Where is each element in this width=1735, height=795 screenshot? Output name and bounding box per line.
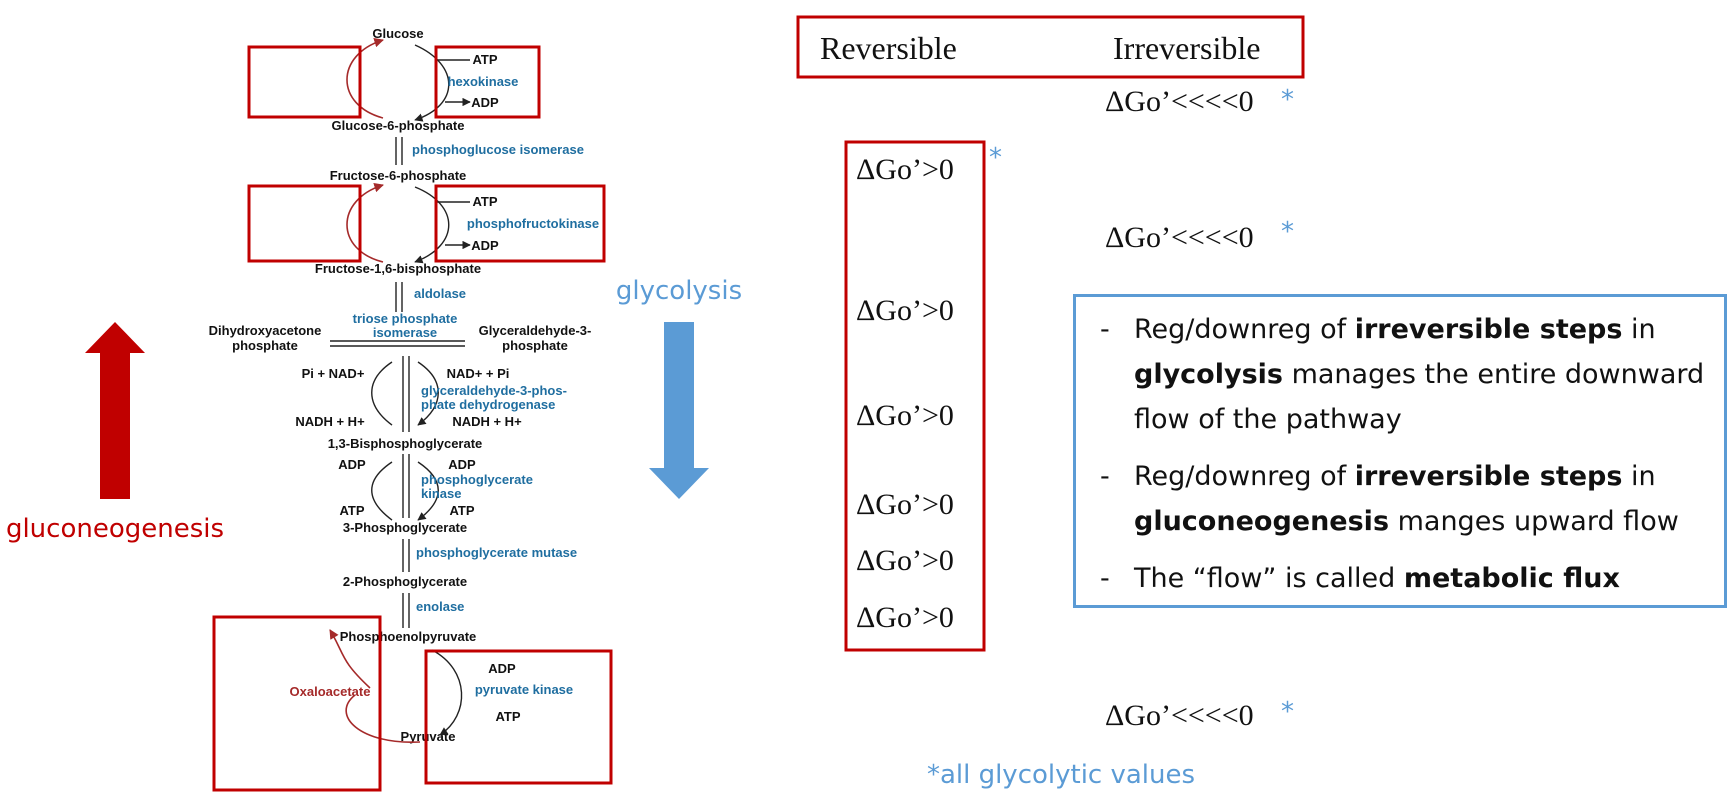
bullet-dash: - (1100, 563, 1110, 594)
metabolite-fructose-6-phosphate: Fructose-6-phosphate (330, 168, 467, 183)
bullet-emphasis: irreversible steps (1354, 314, 1623, 345)
cofactor-adp: ADP (448, 457, 476, 472)
metabolite-glucose: Glucose (372, 26, 423, 41)
enzyme-triose-phosphate-isomerase: triose phosphate (353, 311, 458, 326)
cofactor-atp: ATP (339, 503, 364, 518)
bullet-dash: - (1100, 461, 1110, 492)
bullet-text: in (1622, 461, 1656, 492)
cofactor-adp: ADP (338, 457, 366, 472)
cofactor-adp: ADP (471, 238, 499, 253)
irreversible-dg-value: ΔGo’<<<<0 (1105, 699, 1254, 732)
asterisk: * (989, 143, 1002, 173)
box-pfk (434, 184, 606, 263)
metabolite-dhap: Dihydroxyacetone (209, 323, 322, 338)
enzyme-hexokinase: hexokinase (448, 74, 519, 89)
metabolite-fructose-1-6-bisphosphate: Fructose-1,6-bisphosphate (315, 261, 481, 276)
explanation-box: -Reg/downreg of irreversible steps in gl… (1073, 294, 1727, 608)
bullet-dash: - (1100, 314, 1110, 345)
explanation-list: -Reg/downreg of irreversible steps in gl… (1076, 297, 1724, 601)
enzyme-phosphoglycerate-kinase: kinase (421, 486, 461, 501)
reversible-dg-value: ΔGo’>0 (856, 294, 954, 327)
enzyme-phosphoglucose-isomerase: phosphoglucose isomerase (412, 142, 584, 157)
table-header-box (796, 15, 1305, 79)
box-pyruvate-kinase (424, 649, 613, 785)
box-fbpase (247, 184, 362, 263)
metabolite-1-3-bisphosphoglycerate: 1,3-Bisphosphoglycerate (328, 436, 483, 451)
bullet-text: Reg/downreg of (1134, 461, 1355, 492)
enzyme-gapdh: glyceraldehyde-3-phos- (421, 383, 567, 398)
cofactor-adp: ADP (488, 661, 516, 676)
bullet-emphasis: metabolic flux (1403, 563, 1620, 594)
cofactor-atp: ATP (495, 709, 520, 724)
bullet-text: in (1622, 314, 1656, 345)
glycolysis-down-arrow (649, 322, 709, 499)
asterisk: * (1281, 217, 1294, 247)
bullet-text: The “flow” is called (1134, 563, 1404, 594)
metabolite-g3p: Glyceraldehyde-3- (479, 323, 592, 338)
box-g6pase (247, 45, 362, 119)
enzyme-gapdh: phate dehydrogenase (421, 397, 555, 412)
cofactor-nadh-right: NADH + H+ (452, 414, 522, 429)
label-gluconeogenesis: gluconeogenesis (6, 514, 224, 544)
bullet-text: manges upward flow (1389, 506, 1679, 537)
metabolite-phosphoenolpyruvate: Phosphoenolpyruvate (340, 629, 477, 644)
cofactor-nadh-left: NADH + H+ (295, 414, 365, 429)
reversible-values: ΔGo’>0 ΔGo’>0 ΔGo’>0 ΔGo’>0 ΔGo’>0 ΔGo’>… (856, 153, 954, 634)
asterisk: * (1281, 697, 1294, 727)
bullet-text: manages the entire downward flow of the … (1134, 359, 1705, 435)
cofactor-atp: ATP (449, 503, 474, 518)
equilibrium-arrows (330, 137, 465, 628)
header-irreversible: Irreversible (1113, 30, 1260, 66)
asterisks: * * * * (989, 85, 1294, 727)
bullet-emphasis: irreversible steps (1354, 461, 1623, 492)
enzyme-aldolase: aldolase (414, 286, 466, 301)
enzyme-phosphofructokinase: phosphofructokinase (467, 216, 599, 231)
bullet-emphasis: glycolysis (1134, 359, 1283, 390)
cofactor-atp: ATP (472, 194, 497, 209)
metabolite-dhap: phosphate (232, 338, 298, 353)
metabolite-2-phosphoglycerate: 2-Phosphoglycerate (343, 574, 467, 589)
enzyme-phosphoglycerate-kinase: phosphoglycerate (421, 472, 533, 487)
enzyme-labels: hexokinase phosphoglucose isomerase phos… (353, 74, 599, 697)
enzyme-pyruvate-kinase: pyruvate kinase (475, 682, 573, 697)
bullet-text: Reg/downreg of (1134, 314, 1355, 345)
cofactor-adp: ADP (471, 95, 499, 110)
cofactor-curves (371, 44, 471, 736)
flow-arrows (85, 322, 709, 499)
irreversible-dg-value: ΔGo’<<<<0 (1105, 85, 1254, 118)
metabolite-3-phosphoglycerate: 3-Phosphoglycerate (343, 520, 467, 535)
footnote-all-glycolytic: *all glycolytic values (927, 760, 1195, 790)
reversible-column-box (844, 140, 986, 652)
box-hexokinase (434, 45, 541, 119)
irreversible-dg-value: ΔGo’<<<<0 (1105, 221, 1254, 254)
irreversible-step-boxes (212, 45, 613, 792)
gluconeogenesis-bypass: Oxaloacetate (290, 38, 421, 743)
cofactor-atp: ATP (472, 52, 497, 67)
cofactor-pi-nad: Pi + NAD+ (302, 366, 365, 381)
bullet-emphasis: gluconeogenesis (1134, 506, 1390, 537)
reversible-dg-value: ΔGo’>0 (856, 601, 954, 634)
irreversible-values: ΔGo’<<<<0 ΔGo’<<<<0 ΔGo’<<<<0 (1105, 85, 1254, 732)
gluconeo-oxaloacetate: Oxaloacetate (290, 684, 371, 699)
cofactor-nad-pi: NAD+ + Pi (447, 366, 510, 381)
metabolite-glucose-6-phosphate: Glucose-6-phosphate (332, 118, 465, 133)
explanation-bullet: -The “flow” is called metabolic flux (1086, 556, 1714, 601)
enzyme-triose-phosphate-isomerase: isomerase (373, 325, 437, 340)
gluconeogenesis-up-arrow (85, 322, 145, 499)
metabolite-g3p: phosphate (502, 338, 568, 353)
asterisk: * (1281, 85, 1294, 115)
glycolysis-pathway: Glucose Glucose-6-phosphate Fructose-6-p… (209, 26, 592, 744)
label-glycolysis: glycolysis (616, 276, 742, 306)
reversible-dg-value: ΔGo’>0 (856, 153, 954, 186)
explanation-bullet: -Reg/downreg of irreversible steps in gl… (1086, 454, 1714, 544)
reversible-dg-value: ΔGo’>0 (856, 399, 954, 432)
enzyme-phosphoglycerate-mutase: phosphoglycerate mutase (416, 545, 577, 560)
reversible-dg-value: ΔGo’>0 (856, 544, 954, 577)
enzyme-enolase: enolase (416, 599, 464, 614)
header-reversible: Reversible (820, 30, 957, 66)
box-pepck-pc (212, 615, 382, 792)
reversible-dg-value: ΔGo’>0 (856, 488, 954, 521)
explanation-bullet: -Reg/downreg of irreversible steps in gl… (1086, 307, 1714, 442)
